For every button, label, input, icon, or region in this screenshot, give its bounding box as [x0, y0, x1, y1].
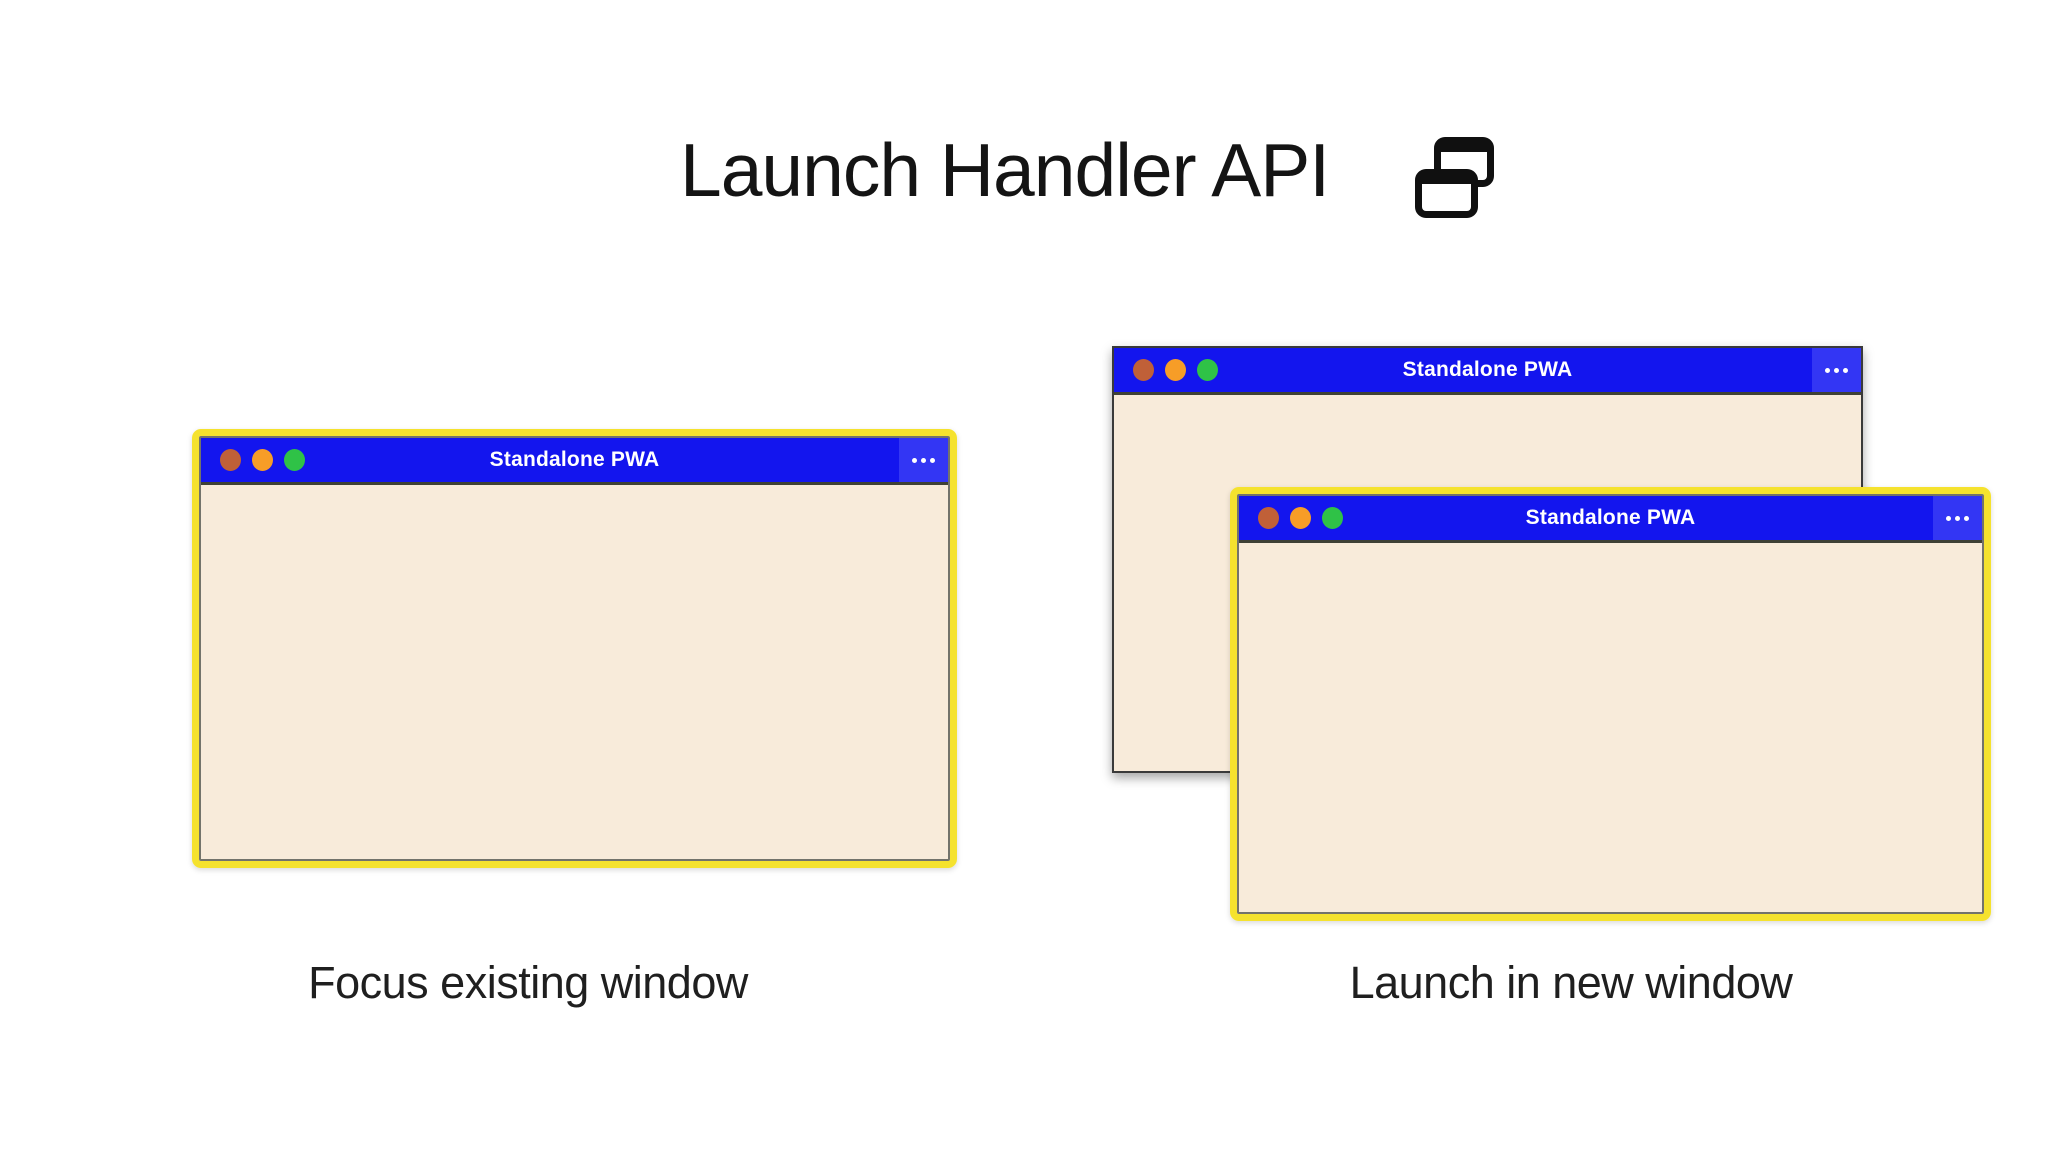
zoom-button[interactable] — [1322, 507, 1343, 529]
minimize-button[interactable] — [1165, 359, 1186, 381]
more-menu-button[interactable] — [1933, 496, 1982, 540]
more-menu-button[interactable] — [899, 438, 948, 482]
multi-window-icon — [1415, 137, 1495, 218]
caption-focus-existing-window: Focus existing window — [308, 957, 748, 1008]
window-title: Standalone PWA — [1525, 506, 1696, 529]
page-title: Launch Handler API — [680, 128, 1330, 212]
close-button[interactable] — [1258, 507, 1279, 529]
more-horizontal-icon — [921, 457, 926, 463]
window-titlebar[interactable]: Standalone PWA — [1114, 348, 1861, 395]
window-title: Standalone PWA — [489, 448, 660, 471]
zoom-button[interactable] — [1197, 359, 1218, 381]
more-horizontal-icon — [1825, 367, 1830, 373]
more-horizontal-icon — [1946, 515, 1951, 521]
more-horizontal-icon — [1955, 515, 1960, 521]
minimize-button[interactable] — [252, 449, 273, 471]
window-title: Standalone PWA — [1402, 358, 1573, 381]
window-content — [201, 485, 948, 859]
close-button[interactable] — [220, 449, 241, 471]
window-frame: Standalone PWA — [199, 436, 950, 861]
window-titlebar[interactable]: Standalone PWA — [201, 438, 948, 485]
close-button[interactable] — [1133, 359, 1154, 381]
minimize-button[interactable] — [1290, 507, 1311, 529]
traffic-lights — [220, 449, 305, 471]
more-menu-button[interactable] — [1812, 348, 1861, 392]
caption-launch-in-new-window: Launch in new window — [1349, 957, 1793, 1008]
header: Launch Handler API — [680, 126, 1495, 218]
window-frame: Standalone PWA — [1237, 494, 1984, 914]
window-content — [1239, 543, 1982, 912]
more-horizontal-icon — [912, 457, 917, 463]
more-horizontal-icon — [1843, 367, 1848, 373]
icon-front-window — [1415, 169, 1479, 218]
more-horizontal-icon — [930, 457, 935, 463]
traffic-lights — [1133, 359, 1218, 381]
zoom-button[interactable] — [284, 449, 305, 471]
pwa-window-focused: Standalone PWA — [192, 429, 957, 868]
window-titlebar[interactable]: Standalone PWA — [1239, 496, 1982, 543]
pwa-window-new: Standalone PWA — [1230, 487, 1991, 921]
traffic-lights — [1258, 507, 1343, 529]
more-horizontal-icon — [1964, 515, 1969, 521]
more-horizontal-icon — [1834, 367, 1839, 373]
